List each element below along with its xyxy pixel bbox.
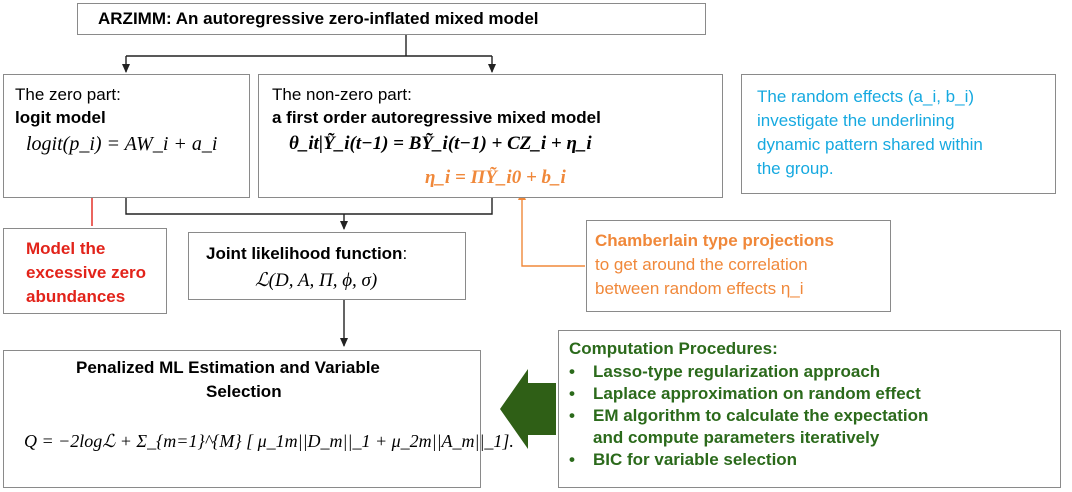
computation-item-bic: BIC for variable selection [559, 449, 928, 471]
likelihood-colon: : [402, 244, 408, 263]
nonzero-part-subheading: a first order autoregressive mixed model [272, 108, 601, 127]
chamberlain-line-2: between random effects η_i [595, 279, 804, 298]
nonzero-part-formula-1: θ_it|Ỹ_i(t−1) = BỸ_i(t−1) + CZ_i + η_i [289, 133, 592, 154]
nonzero-part-formula-2: η_i = ΠỸ_i0 + b_i [425, 167, 566, 188]
computation-heading: Computation Procedures: [569, 339, 778, 358]
estimation-formula: Q = −2logℒ + Σ_{m=1}^{M} [ μ_1m||D_m||_1… [24, 431, 514, 451]
chamberlain-box: Chamberlain type projections to get arou… [586, 220, 891, 312]
title-box: ARZIMM: An autoregressive zero-inflated … [77, 3, 706, 35]
zero-part-subheading: logit model [15, 108, 106, 127]
chamberlain-line-1: to get around the correlation [595, 255, 808, 274]
estimation-heading-1: Penalized ML Estimation and Variable [76, 358, 380, 377]
likelihood-heading: Joint likelihood function: [206, 244, 407, 264]
random-effects-line-4: the group. [757, 159, 834, 178]
likelihood-formula: ℒ(D, A, Π, ϕ, σ) [255, 270, 378, 291]
excess-zero-box: Model the excessive zero abundances [3, 228, 167, 314]
zero-part-formula-text: logit(p_i) = AW_i + a_i [26, 133, 218, 155]
big-green-arrow [500, 369, 556, 449]
zero-part-box: The zero part: logit model logit(p_i) = … [3, 74, 250, 198]
excess-zero-line-2: excessive zero [26, 263, 147, 282]
likelihood-heading-text: Joint likelihood function [206, 244, 403, 263]
random-effects-line-1: The random effects (a_i, b_i) [757, 87, 975, 106]
computation-box: Computation Procedures: Lasso-type regul… [558, 330, 1061, 488]
zero-part-formula: logit(p_i) = AW_i + a_i [26, 133, 217, 156]
zero-part-heading: The zero part: [15, 85, 121, 104]
page-title: ARZIMM: An autoregressive zero-inflated … [98, 9, 539, 28]
nonzero-part-box: The non-zero part: a first order autoreg… [258, 74, 723, 198]
chamberlain-heading: Chamberlain type projections [595, 231, 834, 250]
orange-arrow-to-eta [518, 191, 585, 267]
random-effects-box: The random effects (a_i, b_i) investigat… [741, 74, 1056, 194]
computation-item-lasso: Lasso-type regularization approach [559, 361, 928, 383]
likelihood-box: Joint likelihood function: ℒ(D, A, Π, ϕ,… [188, 232, 466, 300]
random-effects-line-2: investigate the underlining [757, 111, 955, 130]
excess-zero-line-1: Model the [26, 239, 106, 258]
excess-zero-line-3: abundances [26, 287, 126, 306]
estimation-heading-2: Selection [206, 382, 282, 401]
estimation-box: Penalized ML Estimation and Variable Sel… [3, 350, 514, 488]
random-effects-line-3: dynamic pattern shared within [757, 135, 983, 154]
connector-zero-down [125, 198, 493, 215]
computation-list: Lasso-type regularization approach Lapla… [559, 361, 928, 471]
computation-item-em-cont: and compute parameters iteratively [593, 428, 880, 447]
computation-item-laplace: Laplace approximation on random effect [559, 383, 928, 405]
computation-item-em: EM algorithm to calculate the expectatio… [559, 405, 928, 427]
nonzero-part-heading: The non-zero part: [272, 85, 412, 104]
